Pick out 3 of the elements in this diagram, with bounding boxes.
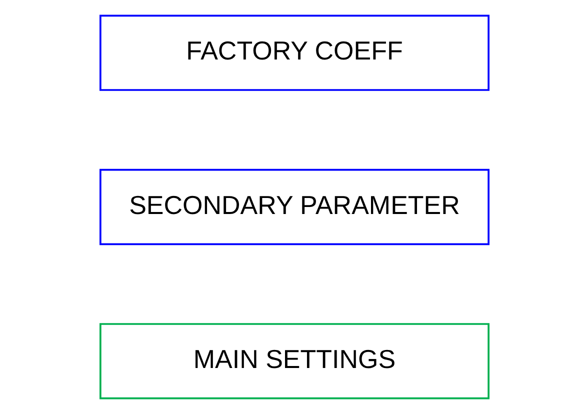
node-box: SECONDARY PARAMETER bbox=[99, 168, 489, 246]
node-box: MAIN SETTINGS bbox=[99, 323, 489, 400]
node-box: FACTORY COEFF bbox=[99, 14, 489, 91]
